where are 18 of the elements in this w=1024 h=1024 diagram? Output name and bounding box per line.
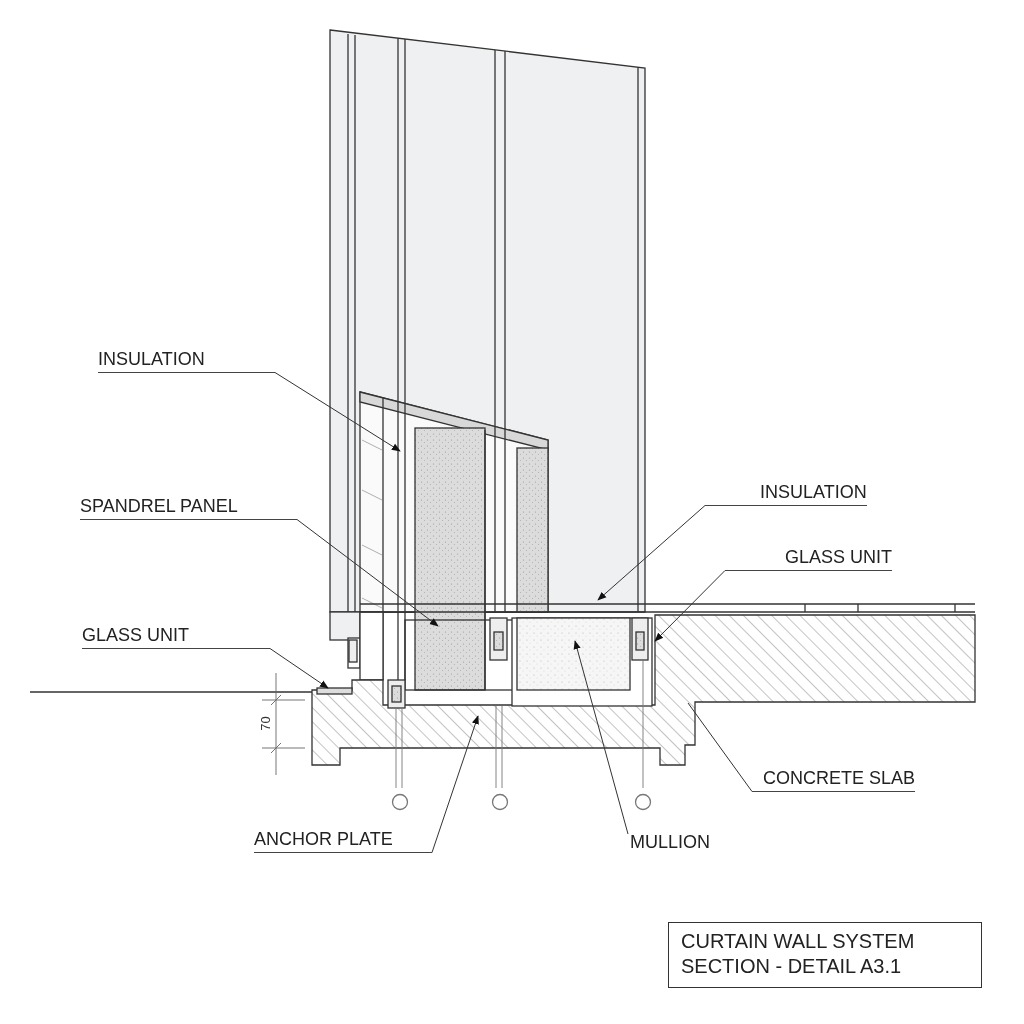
callout-label: MULLION <box>630 832 710 855</box>
callout-label: CONCRETE SLAB <box>752 768 916 792</box>
callout-label: GLASS UNIT <box>82 625 270 649</box>
leader-line <box>654 570 726 642</box>
leader-line <box>573 640 629 835</box>
leader-line <box>269 648 329 689</box>
leader-line <box>431 715 479 853</box>
callout-label: GLASS UNIT <box>725 547 893 571</box>
leader-line <box>296 519 439 627</box>
callout-label: ANCHOR PLATE <box>254 829 432 853</box>
callout-label: INSULATION <box>705 482 867 506</box>
leader-line <box>274 372 401 452</box>
callout-label: SPANDREL PANEL <box>80 496 297 520</box>
callout-label: INSULATION <box>98 349 275 373</box>
title-text: CURTAIN WALL SYSTEM SECTION - DETAIL A3.1 <box>681 929 916 979</box>
leader-line <box>687 702 753 792</box>
dimension-label: 70 <box>257 716 273 731</box>
leader-line <box>597 505 706 601</box>
